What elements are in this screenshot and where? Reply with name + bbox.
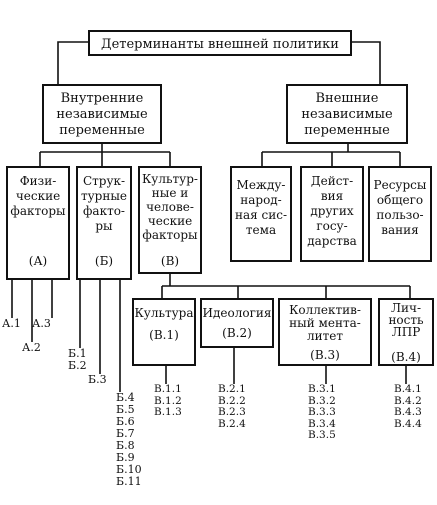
other-states-label: Дейст- вия других госу- дарства [307,174,357,248]
a-item: А.1 [2,317,21,330]
other-states-box: Дейст- вия других госу- дарства [300,166,364,262]
physical-factors-box: Физи- ческие факторы (А) [6,166,70,280]
external-variables-box: Внешние независимые переменные [286,84,408,144]
b-item: Б.4 [116,391,135,404]
decision-maker-personality-items: В.4.1 В.4.2 В.4.3 В.4.4 [394,383,422,430]
external-variables-label: Внешние независимые переменные [301,91,393,138]
b-item: Б.3 [88,373,107,386]
a-item: А.2 [22,341,41,354]
b-item: Б.8 [116,439,135,452]
ideology-label: Идеология [202,306,272,320]
decision-maker-personality-box: Лич- ность ЛПР (В.4) [378,298,434,366]
culture-box: Культура (В.1) [132,298,196,366]
collective-mentality-items: В.3.1 В.3.2 В.3.3 В.3.4 В.3.5 [308,383,336,441]
culture-items: В.1.1 В.1.2 В.1.3 [154,383,182,418]
decision-maker-personality-code: (В.4) [391,350,421,364]
title-box: Детерминанты внешней политики [88,30,352,56]
b-item: Б.1 [68,347,87,360]
internal-variables-label: Внутренние независимые переменные [56,91,148,138]
collective-mentality-box: Коллектив- ный мента- литет (В.3) [278,298,372,366]
ideology-code: (В.2) [222,326,252,340]
common-resources-box: Ресурсы общего пользо- вания [368,166,432,262]
structural-factors-label: Струк- турные факто- ры [80,174,128,233]
a-item: А.3 [32,317,51,330]
b-item: Б.7 [116,427,135,440]
international-system-label: Между- народ- ная сис- тема [234,178,288,237]
structural-factors-code: (Б) [94,254,114,268]
collective-mentality-code: (В.3) [310,348,340,362]
b-item: Б.9 [116,451,135,464]
cultural-factors-code: (В) [160,254,180,268]
b-item: Б.5 [116,403,135,416]
culture-label: Культура [134,306,194,320]
culture-code: (В.1) [149,328,179,342]
internal-variables-box: Внутренние независимые переменные [42,84,162,144]
structural-factors-box: Струк- турные факто- ры (Б) [76,166,132,280]
title-label: Детерминанты внешней политики [101,37,339,52]
international-system-box: Между- народ- ная сис- тема [230,166,292,262]
b-item: Б.10 [116,463,142,476]
cultural-factors-box: Культур- ные и челове- ческие факторы (В… [138,166,202,274]
common-resources-label: Ресурсы общего пользо- вания [373,178,427,237]
ideology-box: Идеология (В.2) [200,298,274,348]
decision-maker-personality-label: Лич- ность ЛПР [388,301,424,339]
b-item: Б.6 [116,415,135,428]
ideology-items: В.2.1 В.2.2 В.2.3 В.2.4 [218,383,246,430]
collective-mentality-label: Коллектив- ный мента- литет [289,303,361,343]
physical-factors-code: (А) [28,254,48,268]
physical-factors-label: Физи- ческие факторы [10,174,66,218]
cultural-factors-label: Культур- ные и челове- ческие факторы [142,172,198,242]
b-item: Б.2 [68,359,87,372]
b-item: Б.11 [116,475,142,488]
